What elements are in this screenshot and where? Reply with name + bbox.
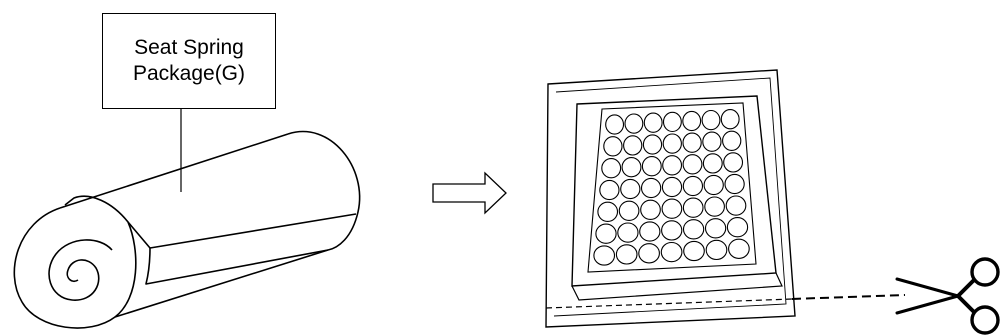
cut-line-outer [791,294,906,300]
tray-cell [682,219,705,240]
tray-cell [643,112,663,133]
tray-cell [605,114,625,135]
circle-grid-tray-icon [545,69,796,328]
tray-depth-line [571,272,783,301]
tray-cell [702,131,722,152]
tray-cell [702,153,723,174]
tray-cell [682,175,704,197]
tray-cell [595,223,617,244]
circle-grid [593,109,750,266]
tray-cell [723,152,744,173]
tray-cell [597,201,619,222]
tray-cell [661,198,683,219]
tray-cell [621,157,642,178]
tray-floor [587,102,757,273]
package-seal-line [553,77,787,317]
tray-cell [661,176,683,198]
rolled-sheet-icon [13,130,361,329]
tray-cell [725,195,747,216]
tray-cell [615,244,638,265]
tray-cell [620,178,641,200]
tray-cell [703,174,724,196]
tray-cell [638,243,660,264]
right-arrow-icon [432,171,507,215]
tray-cell [662,111,682,133]
tray-cell [661,220,683,241]
tray-cell [617,222,639,243]
tray-cell [624,113,644,134]
package-label-line2: Package(G) [132,62,246,85]
tray-cell [682,197,704,218]
tray-cell [593,245,616,266]
tray-cell [728,238,750,259]
tray-cell [682,154,703,175]
tray-cell [601,158,622,179]
tray-cell [722,130,742,151]
tray-cell [662,155,683,176]
scissors-icon [895,257,1000,335]
package-label-line1: Seat Spring [134,36,244,59]
tray-cell [705,239,728,261]
tray-cell [720,109,740,130]
tray-cell [682,110,702,132]
tray-cell [603,136,623,157]
tray-cell [682,132,702,153]
tray-cell [660,241,683,263]
tray-cell [704,196,725,217]
tray-cell [640,177,662,199]
tray-cell [639,221,661,242]
tray-cell [618,200,640,221]
tray-cell [683,240,705,262]
tray-cell [623,135,643,156]
tray-cell [642,134,663,155]
cut-line-inner [545,298,793,309]
tray-cell [704,218,727,239]
tray-cell [641,156,662,177]
tray-cell [726,217,749,238]
tray-cell [724,173,745,195]
tray-cell [662,133,682,154]
tray-cell [701,109,721,131]
package-label: Seat Spring Package(G) [102,13,276,109]
tray-cell [599,179,620,201]
tray-cell [640,199,661,220]
